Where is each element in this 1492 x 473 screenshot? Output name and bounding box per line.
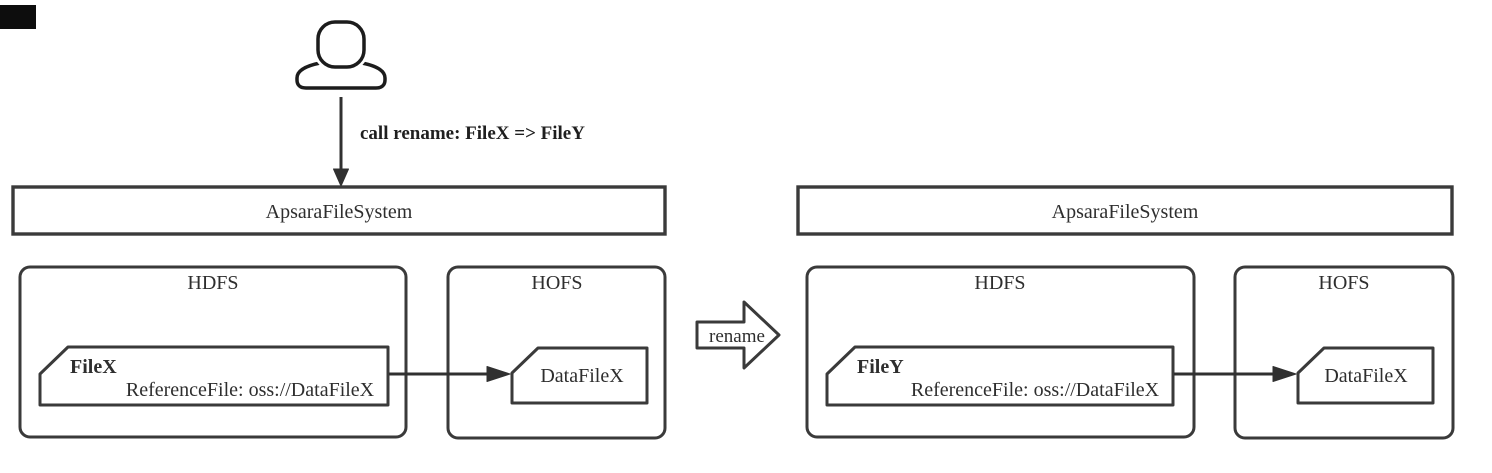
rename-arrow-icon [695,300,781,370]
hofs-title-right: HOFS [1318,272,1369,294]
hdfs-title-right: HDFS [974,272,1025,294]
reference-arrow-right [1174,366,1297,382]
apsara-title-left: ApsaraFileSystem [266,201,413,223]
datafilex-label-left: DataFileX [540,365,624,387]
call-arrow-head [333,168,349,187]
hdfs-title-left: HDFS [187,272,238,294]
apsara-box-right [796,185,1454,236]
reference-arrow-left-head [486,366,511,382]
filey-label: FileY [857,356,904,378]
user-icon [295,17,387,90]
hofs-title-left: HOFS [531,272,582,294]
user-head-outline [316,20,366,69]
filex-card [38,345,390,407]
user-body-outline [295,61,387,90]
rename-label: rename [709,326,765,347]
apsara-box-left [11,185,667,236]
call-rename-arrow-icon [333,97,349,187]
datafilex-card-right [1296,346,1435,405]
datafilex-label-right: DataFileX [1324,365,1408,387]
corner-artifact [0,5,36,29]
filey-card [825,345,1175,407]
call-rename-label: call rename: FileX => FileY [360,123,585,144]
datafilex-card-left [510,346,649,405]
reference-arrow-left [389,366,511,382]
apsara-title-right: ApsaraFileSystem [1052,201,1199,223]
filey-reference-label: ReferenceFile: oss://DataFileX [911,379,1160,401]
filex-reference-label: ReferenceFile: oss://DataFileX [126,379,375,401]
reference-arrow-right-head [1272,366,1297,382]
filex-label: FileX [70,356,117,378]
